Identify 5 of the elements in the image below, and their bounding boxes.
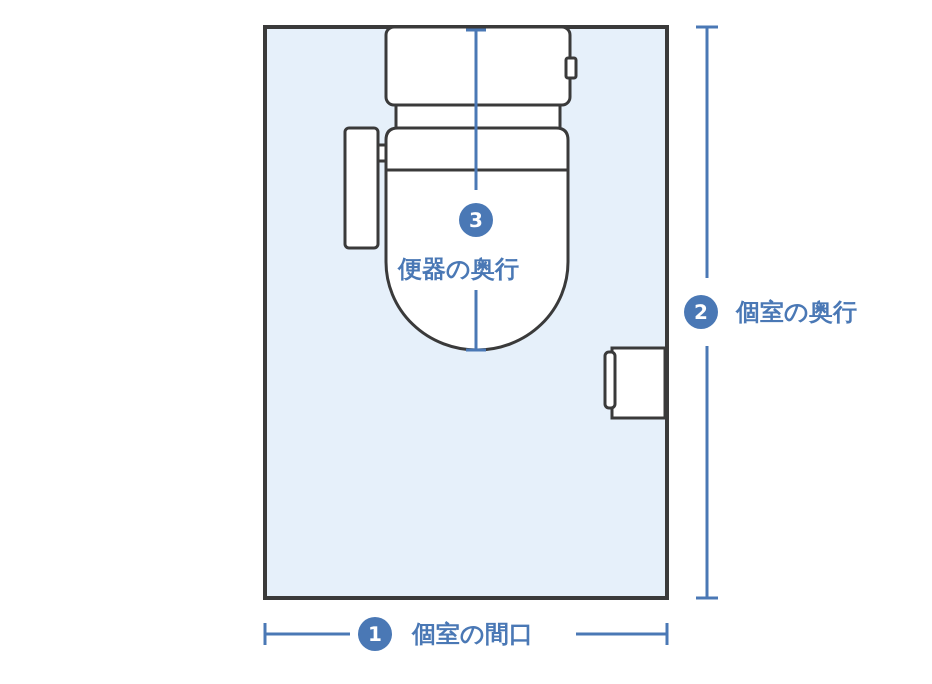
callout-number: 2 [684, 295, 718, 329]
dimension-label: 個室の奥行 [736, 297, 857, 327]
dimension-label: 便器の奥行 [398, 254, 519, 284]
callout-number: 1 [358, 617, 392, 651]
dimension-label: 個室の間口 [412, 619, 533, 649]
